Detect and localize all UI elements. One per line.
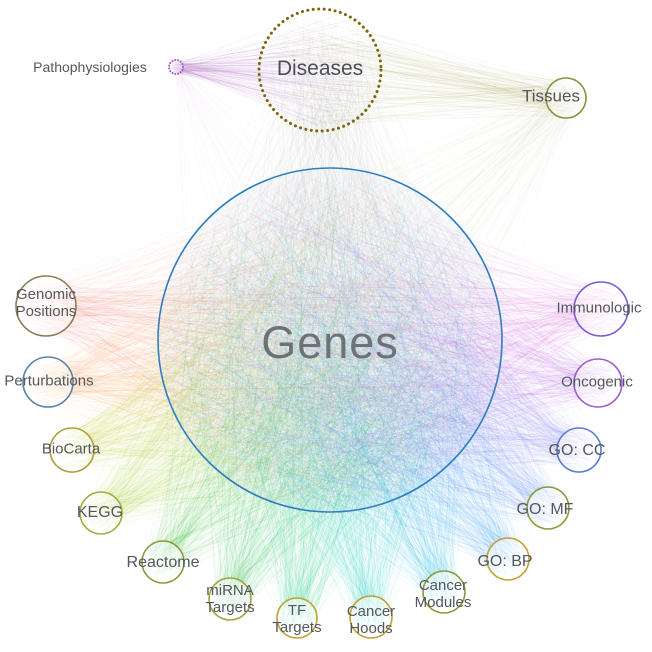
node-go-cc[interactable] [556,427,602,473]
node-kegg[interactable] [79,491,123,535]
node-tf-targets[interactable] [276,597,318,639]
node-circles [15,7,629,639]
node-immunologic[interactable] [573,281,629,337]
node-diseases[interactable] [257,7,383,133]
node-reactome[interactable] [141,540,185,584]
node-genomic-positions[interactable] [15,275,77,337]
node-go-mf[interactable] [526,486,570,530]
node-biocarta[interactable] [49,427,95,473]
node-go-bp[interactable] [486,537,530,581]
node-mirna-targets[interactable] [208,577,252,621]
node-oncogenic[interactable] [573,358,623,408]
node-cancer-modules[interactable] [422,570,466,614]
node-pathophysiologies[interactable] [168,59,184,75]
node-genes[interactable] [157,167,503,513]
node-cancer-hoods[interactable] [349,595,393,639]
node-perturbations[interactable] [22,356,74,408]
node-tissues[interactable] [545,77,587,119]
